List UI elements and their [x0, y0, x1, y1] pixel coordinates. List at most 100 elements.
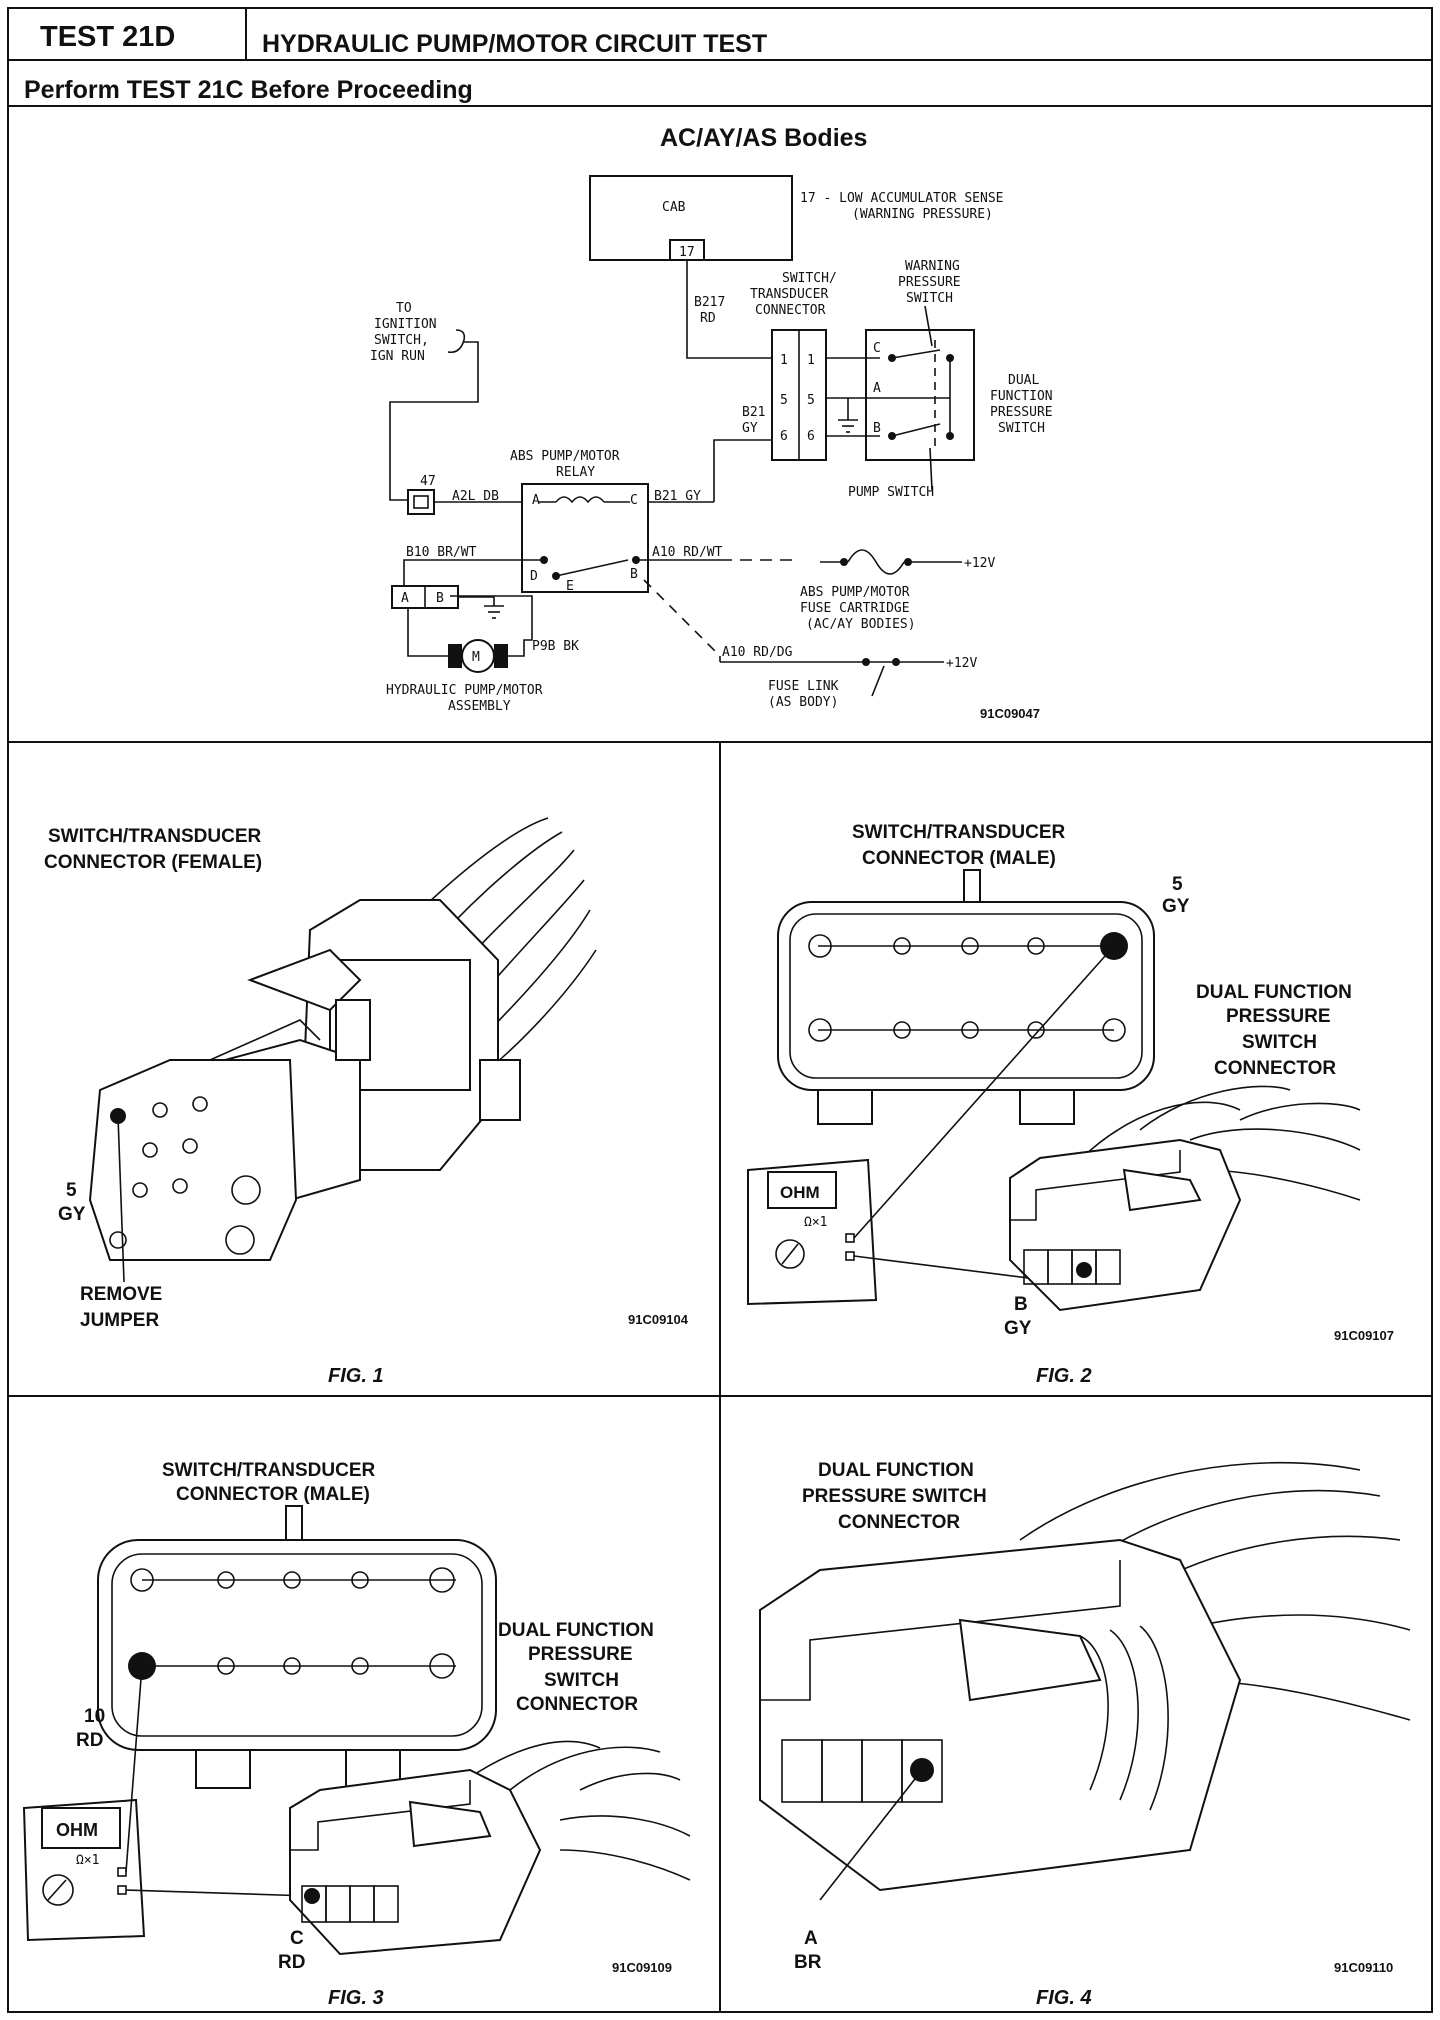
svg-text:FIG. 4: FIG. 4 — [1036, 1987, 1092, 2009]
female-connector-drawing — [88, 899, 521, 1261]
svg-text:CAB: CAB — [662, 200, 686, 215]
svg-text:E: E — [566, 579, 574, 594]
svg-text:TO: TO — [396, 301, 412, 316]
svg-text:IGN RUN: IGN RUN — [370, 349, 425, 364]
svg-text:SWITCH: SWITCH — [906, 291, 953, 306]
svg-text:Ω×1: Ω×1 — [804, 1215, 827, 1230]
svg-text:5: 5 — [780, 393, 788, 408]
svg-text:5: 5 — [1172, 874, 1183, 895]
svg-text:CONNECTOR (MALE): CONNECTOR (MALE) — [862, 848, 1056, 869]
dual-function-connector-drawing-small — [289, 1740, 691, 1956]
svg-text:CONNECTOR: CONNECTOR — [1214, 1058, 1336, 1079]
svg-text:RD: RD — [278, 1952, 305, 1973]
svg-text:M: M — [472, 650, 480, 665]
test-id: TEST 21D — [40, 21, 175, 53]
svg-text:OHM: OHM — [56, 1820, 98, 1840]
svg-text:(WARNING PRESSURE): (WARNING PRESSURE) — [852, 207, 993, 222]
svg-text:+12V: +12V — [946, 656, 977, 671]
svg-text:OHM: OHM — [780, 1183, 820, 1202]
svg-text:RD: RD — [700, 311, 716, 326]
svg-text:B: B — [873, 421, 881, 436]
figure-1: SWITCH/TRANSDUCER CONNECTOR (FEMALE) — [44, 817, 689, 1387]
svg-text:HYDRAULIC PUMP/MOTOR: HYDRAULIC PUMP/MOTOR — [386, 683, 543, 698]
svg-text:91C09110: 91C09110 — [1334, 1960, 1393, 1975]
svg-text:6: 6 — [780, 429, 788, 444]
svg-text:FUSE LINK: FUSE LINK — [768, 679, 839, 694]
svg-text:6: 6 — [807, 429, 815, 444]
svg-text:91C09047: 91C09047 — [980, 706, 1040, 721]
schematic-title: AC/AY/AS Bodies — [660, 124, 867, 152]
ohmmeter: OHM Ω×1 — [747, 1158, 878, 1306]
svg-text:PRESSURE: PRESSURE — [898, 275, 961, 290]
svg-text:REMOVE: REMOVE — [80, 1284, 162, 1305]
svg-text:FIG. 3: FIG. 3 — [328, 1987, 384, 2009]
svg-text:CONNECTOR: CONNECTOR — [838, 1512, 960, 1533]
svg-text:C: C — [630, 493, 638, 508]
svg-text:ABS PUMP/MOTOR: ABS PUMP/MOTOR — [800, 585, 910, 600]
svg-text:A10 RD/WT: A10 RD/WT — [652, 545, 723, 560]
svg-text:Ω×1: Ω×1 — [76, 1853, 99, 1868]
svg-text:SWITCH/: SWITCH/ — [782, 271, 837, 286]
svg-text:D: D — [530, 569, 538, 584]
svg-text:C: C — [290, 1928, 304, 1949]
svg-text:RELAY: RELAY — [556, 465, 595, 480]
svg-text:A2L DB: A2L DB — [452, 489, 499, 504]
svg-text:PUMP SWITCH: PUMP SWITCH — [848, 485, 934, 500]
svg-text:B217: B217 — [694, 295, 725, 310]
svg-text:47: 47 — [420, 474, 436, 489]
svg-text:ABS PUMP/MOTOR: ABS PUMP/MOTOR — [510, 449, 620, 464]
svg-text:FUSE CARTRIDGE: FUSE CARTRIDGE — [800, 601, 910, 616]
svg-text:SWITCH,: SWITCH, — [374, 333, 429, 348]
svg-text:RD: RD — [76, 1730, 103, 1751]
svg-text:B: B — [1014, 1294, 1028, 1315]
test-title: HYDRAULIC PUMP/MOTOR CIRCUIT TEST — [262, 30, 767, 58]
svg-text:FIG. 2: FIG. 2 — [1036, 1365, 1092, 1387]
fuse-cartridge-symbol — [847, 549, 905, 575]
svg-text:CONNECTOR (MALE): CONNECTOR (MALE) — [176, 1484, 370, 1505]
svg-text:PRESSURE: PRESSURE — [528, 1644, 633, 1665]
svg-text:B21 GY: B21 GY — [654, 489, 701, 504]
svg-text:(AC/AY BODIES): (AC/AY BODIES) — [806, 617, 916, 632]
svg-text:91C09109: 91C09109 — [612, 1960, 672, 1975]
svg-text:WARNING: WARNING — [905, 259, 960, 274]
svg-text:A10 RD/DG: A10 RD/DG — [722, 645, 793, 660]
svg-text:5: 5 — [807, 393, 815, 408]
svg-text:91C09107: 91C09107 — [1334, 1328, 1394, 1343]
figure-4: DUAL FUNCTION PRESSURE SWITCH CONNECTOR … — [759, 1460, 1411, 2009]
svg-text:1: 1 — [780, 353, 788, 368]
svg-text:A: A — [804, 1928, 818, 1949]
svg-text:GY: GY — [1004, 1318, 1032, 1339]
svg-text:17: 17 — [679, 245, 695, 260]
svg-text:TRANSDUCER: TRANSDUCER — [750, 287, 828, 302]
svg-text:ASSEMBLY: ASSEMBLY — [448, 699, 511, 714]
svg-text:B21: B21 — [742, 405, 765, 420]
svg-text:BR: BR — [794, 1952, 822, 1973]
svg-text:5: 5 — [66, 1180, 77, 1201]
svg-text:CONNECTOR: CONNECTOR — [516, 1694, 638, 1715]
svg-text:P9B BK: P9B BK — [532, 639, 579, 654]
dual-function-connector-drawing-small — [1009, 1085, 1361, 1312]
svg-text:91C09104: 91C09104 — [628, 1312, 689, 1327]
svg-text:CONNECTOR (FEMALE): CONNECTOR (FEMALE) — [44, 852, 262, 873]
svg-text:GY: GY — [58, 1204, 86, 1225]
svg-text:DUAL FUNCTION: DUAL FUNCTION — [498, 1620, 654, 1641]
svg-text:A: A — [873, 381, 881, 396]
ohmmeter: OHM Ω×1 — [22, 1798, 146, 1942]
wiring-schematic: AC/AY/AS Bodies CAB 17 17 - LOW ACCUMULA… — [370, 124, 1053, 721]
svg-text:IGNITION: IGNITION — [374, 317, 437, 332]
dual-function-pressure-switch-symbol — [865, 329, 975, 461]
svg-text:PRESSURE: PRESSURE — [1226, 1006, 1331, 1027]
svg-text:1: 1 — [807, 353, 815, 368]
svg-text:JUMPER: JUMPER — [80, 1310, 159, 1331]
svg-text:SWITCH: SWITCH — [998, 421, 1045, 436]
svg-text:+12V: +12V — [964, 556, 995, 571]
svg-text:PRESSURE: PRESSURE — [990, 405, 1053, 420]
svg-text:SWITCH/TRANSDUCER: SWITCH/TRANSDUCER — [48, 826, 261, 847]
svg-text:FIG. 1: FIG. 1 — [328, 1365, 384, 1387]
svg-text:DUAL FUNCTION: DUAL FUNCTION — [818, 1460, 974, 1481]
svg-text:DUAL FUNCTION: DUAL FUNCTION — [1196, 982, 1352, 1003]
svg-text:PRESSURE SWITCH: PRESSURE SWITCH — [802, 1486, 987, 1507]
svg-text:SWITCH: SWITCH — [1242, 1032, 1317, 1053]
svg-text:FUNCTION: FUNCTION — [990, 389, 1053, 404]
